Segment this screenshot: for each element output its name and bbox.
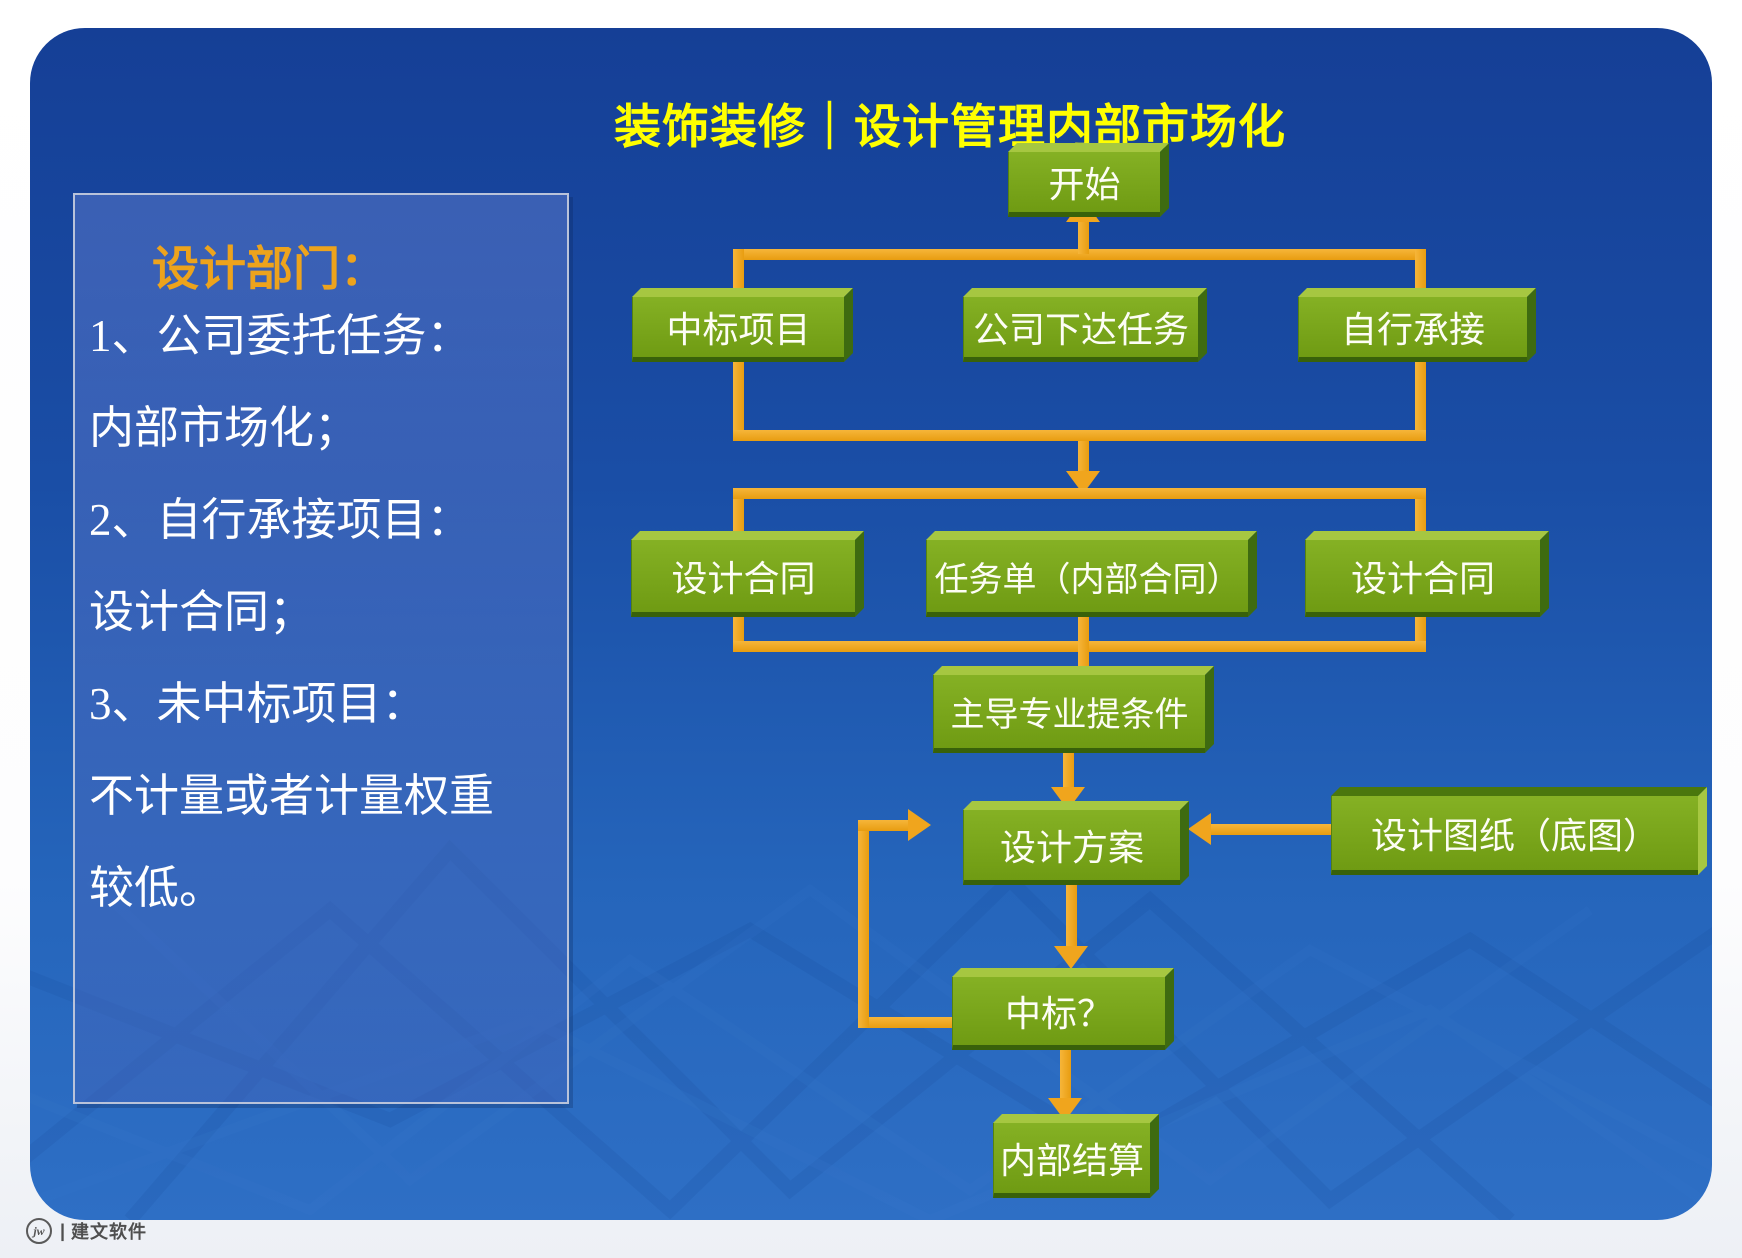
connector-top-line [733, 249, 1426, 260]
connector-merge-line [733, 430, 1426, 441]
flow-node-company-task: 公司下达任务 [963, 288, 1207, 362]
node-label: 设计图纸（底图） [1331, 796, 1698, 875]
node-bevel [1305, 531, 1549, 540]
connector-stub-top-right [1415, 249, 1426, 297]
logo-monogram: jw [33, 1223, 45, 1238]
flow-node-task-order: 任务单（内部合同） [926, 531, 1257, 617]
node-label: 中标？ [952, 977, 1165, 1050]
panel-line: 不计量或者计量权重 [89, 771, 495, 821]
node-bevel [993, 1114, 1159, 1123]
connector-loop-top [858, 820, 910, 831]
node-bevel [1540, 531, 1549, 617]
flow-node-self-undertake: 自行承接 [1298, 288, 1536, 362]
arrow-left-to-scheme [1188, 813, 1211, 845]
node-bevel [963, 801, 1189, 810]
flow-node-start: 开始 [1008, 143, 1169, 217]
jw-logo-icon: jw [26, 1218, 52, 1244]
node-label: 中标项目 [632, 297, 844, 362]
node-bevel [632, 288, 853, 297]
connector-center-down-shaft [1078, 441, 1089, 473]
node-bevel [926, 531, 1257, 540]
node-label: 主导专业提条件 [933, 675, 1205, 753]
panel-heading: 设计部门： [152, 244, 387, 296]
node-bevel [1698, 787, 1707, 875]
logo-separator: | [60, 1220, 66, 1241]
flow-node-design-drawing: 设计图纸（底图） [1331, 787, 1707, 875]
node-bevel [1298, 288, 1536, 297]
node-label: 公司下达任务 [963, 297, 1198, 362]
node-bevel [844, 288, 853, 362]
arrow-down-to-bid [1054, 946, 1088, 969]
flow-node-design-contract-right: 设计合同 [1305, 531, 1549, 617]
node-label: 设计合同 [631, 540, 855, 617]
panel-line: 内部市场化； [89, 403, 360, 453]
flow-node-design-scheme: 设计方案 [963, 801, 1189, 885]
flow-node-lead-conditions: 主导专业提条件 [933, 666, 1214, 753]
node-bevel [631, 531, 864, 540]
slide-background: 装饰装修｜设计管理内部市场化 设计部门： 1、公司委托任务： 内部市场化； 2、… [30, 28, 1712, 1220]
node-bevel [1008, 143, 1169, 152]
connector-loop-vertical [858, 820, 869, 1028]
flow-node-internal-settlement: 内部结算 [993, 1114, 1159, 1198]
connector-lead-down-shaft [1063, 751, 1074, 789]
node-bevel [1180, 801, 1189, 885]
info-panel: 设计部门： 1、公司委托任务： 内部市场化； 2、自行承接项目： 设计合同； 3… [73, 193, 569, 1104]
logo-company-name: 建文软件 [71, 1222, 148, 1242]
connector-contractright-down [1415, 615, 1426, 646]
connector-drawing-shaft [1210, 824, 1331, 835]
node-bevel [1160, 143, 1169, 217]
node-bevel [1527, 288, 1536, 362]
node-bevel [855, 531, 864, 617]
node-bevel [1248, 531, 1257, 617]
node-bevel [1198, 288, 1207, 362]
footer-logo: jw | 建文软件 [26, 1218, 147, 1244]
flow-node-design-contract-left: 设计合同 [631, 531, 864, 617]
arrow-right-to-scheme [908, 809, 931, 841]
node-bevel [963, 288, 1207, 297]
flow-node-bid-won: 中标项目 [632, 288, 853, 362]
node-label: 自行承接 [1298, 297, 1527, 362]
connector-contractleft-down [733, 615, 744, 646]
node-label: 任务单（内部合同） [926, 540, 1248, 617]
panel-line: 较低。 [89, 863, 225, 913]
panel-line: 3、未中标项目： [89, 679, 427, 729]
node-bevel [1205, 666, 1214, 753]
connector-bid-down-shaft [1060, 1048, 1071, 1100]
panel-line: 1、公司委托任务： [89, 311, 472, 361]
connector-loop-bottom [858, 1017, 957, 1028]
node-bevel [1331, 787, 1707, 796]
connector-stub-contract-left [733, 499, 744, 543]
connector-stub-top-left [733, 249, 744, 297]
node-label: 设计方案 [963, 810, 1180, 885]
panel-line: 2、自行承接项目： [89, 495, 472, 545]
node-label: 设计合同 [1305, 540, 1540, 617]
node-label: 内部结算 [993, 1123, 1150, 1198]
node-label: 开始 [1008, 152, 1160, 217]
connector-bidwon-down [733, 360, 744, 435]
panel-line: 设计合同； [89, 587, 315, 637]
flow-node-bid-question: 中标？ [952, 968, 1174, 1050]
connector-up-to-start-shaft [1078, 222, 1089, 254]
node-bevel [933, 666, 1214, 675]
page-title: 装饰装修｜设计管理内部市场化 [614, 100, 1286, 153]
node-bevel [1150, 1114, 1159, 1198]
connector-scheme-down-shaft [1066, 883, 1077, 948]
connector-selfundertake-down [1415, 360, 1426, 435]
node-bevel [952, 968, 1174, 977]
connector-stub-contract-right [1415, 499, 1426, 543]
connector-taskorder-down [1078, 615, 1089, 677]
connector-split-line [733, 488, 1426, 499]
node-bevel [1165, 968, 1174, 1050]
